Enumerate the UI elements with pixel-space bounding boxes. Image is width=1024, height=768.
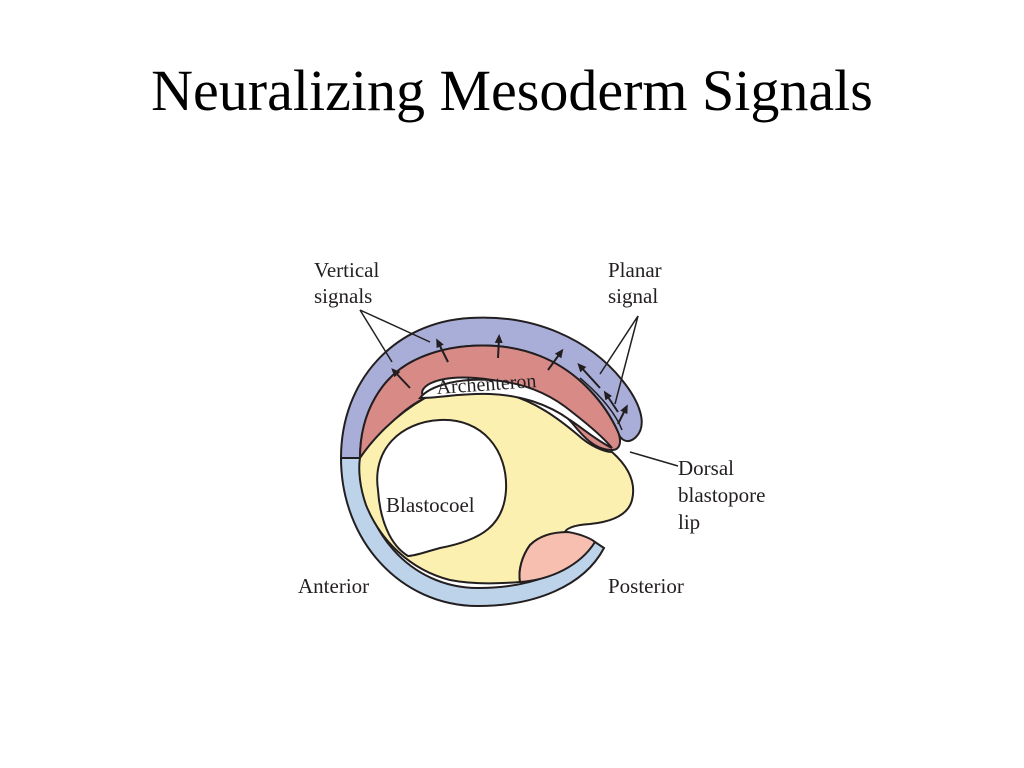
dorsal-lip-label: Dorsal: [678, 456, 734, 480]
vertical-signal-arrow: [391, 368, 411, 389]
vertical-signals-label: signals: [314, 284, 372, 308]
planar-signal-leader: [599, 315, 639, 375]
dorsal-lip-leader: [629, 451, 679, 467]
planar-signal-arrow: [603, 390, 619, 413]
vertical-signal-arrow: [547, 348, 564, 371]
dorsal-lip-curve: [579, 377, 623, 431]
posterior-endoderm: [518, 530, 597, 584]
slide-title: Neuralizing Mesoderm Signals: [151, 58, 873, 123]
archenteron-cavity: [417, 378, 613, 449]
vertical-signals-leader: [359, 309, 431, 343]
vertical-signal-arrow: [436, 338, 449, 363]
vertical-signals-leader: [359, 309, 393, 363]
planar-signal-arrow: [577, 363, 601, 389]
vertical-signal-arrow: [617, 404, 628, 425]
ventral-ectoderm: [339, 457, 606, 608]
planar-signal-label: signal: [608, 284, 658, 308]
blastocoel-label: Blastocoel: [386, 493, 475, 517]
dorsal-lip-label: blastopore: [678, 483, 765, 507]
vertical-signal-arrow: [494, 334, 503, 359]
planar-signal-label: Planar: [608, 258, 662, 282]
planar-signal-leader: [614, 315, 639, 405]
posterior-label: Posterior: [608, 574, 684, 598]
blastocoel-cavity: [376, 418, 508, 558]
dorsal-lip-label: lip: [678, 510, 700, 534]
vertical-signals-label: Vertical: [314, 258, 379, 282]
anterior-label: Anterior: [298, 574, 369, 598]
